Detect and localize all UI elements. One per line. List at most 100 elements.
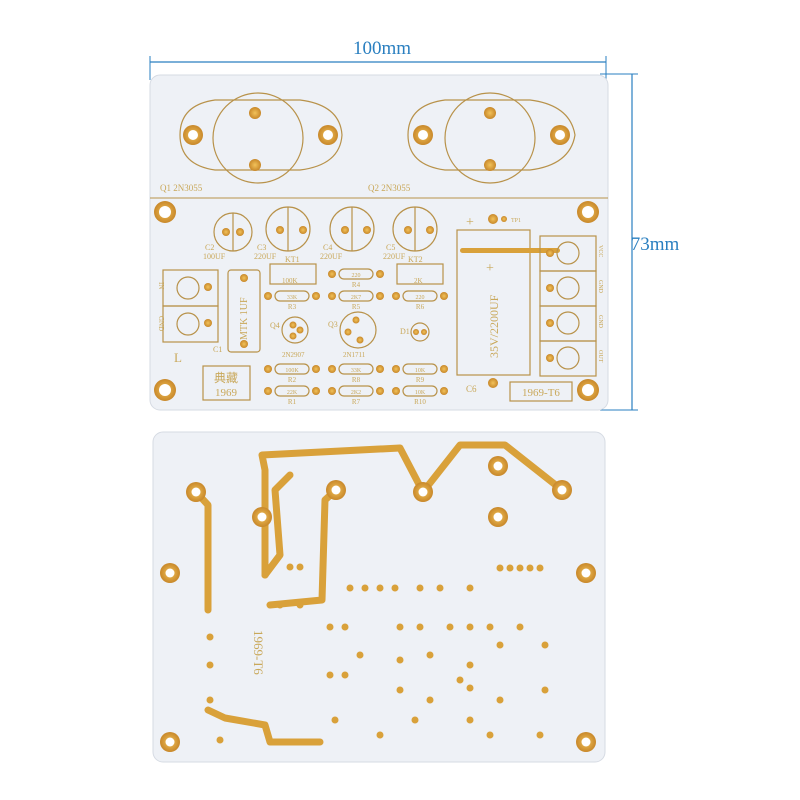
c2-footprint: [213, 212, 253, 252]
pad: [416, 623, 424, 631]
model-label: 1969-T6: [522, 387, 560, 399]
c3-value: 220UF: [254, 252, 277, 261]
pad: [426, 696, 434, 704]
pad: [326, 671, 334, 679]
pad: [286, 563, 294, 571]
pad: [526, 564, 534, 572]
c4-value: 220UF: [320, 252, 343, 261]
pad: [466, 716, 474, 724]
c6-value: 35V/2200UF: [487, 294, 501, 358]
resistor-value: 33K: [287, 295, 298, 301]
pad: [541, 686, 549, 694]
c3-footprint: [265, 206, 311, 252]
resistor-r2: 100K R2: [264, 363, 320, 384]
pad: [396, 623, 404, 631]
pad: [536, 564, 544, 572]
pad: [466, 584, 474, 592]
terminal-label-gnd-2: GND: [597, 315, 603, 329]
pad: [206, 661, 214, 669]
resistor-value: 220: [352, 273, 361, 279]
pad: [466, 661, 474, 669]
q2-footprint: [407, 92, 576, 184]
resistor-ref: R3: [288, 303, 297, 311]
resistor-ref: R2: [288, 376, 297, 384]
height-label: 73mm: [631, 234, 680, 255]
resistor-ref: R4: [352, 281, 361, 289]
pad: [396, 656, 404, 664]
terminal-label-vcc: VCC: [597, 245, 603, 257]
q2-label: Q2 2N3055: [368, 183, 411, 193]
pad: [426, 651, 434, 659]
pad: [536, 731, 544, 739]
terminal-label-gnd-1: GND: [597, 280, 603, 294]
resistor-value: 2K7: [351, 295, 361, 301]
logo-year: 1969: [215, 387, 238, 399]
pad: [416, 584, 424, 592]
resistor-ref: R5: [352, 303, 361, 311]
resistor-value: 33K: [351, 368, 362, 374]
c6-footprint: [456, 229, 531, 376]
q1-label: Q1 2N3055: [160, 183, 203, 193]
resistor-value: 22K: [287, 390, 298, 396]
pad: [216, 736, 224, 744]
width-label: 100mm: [353, 38, 411, 59]
pad: [206, 696, 214, 704]
pad: [356, 651, 364, 659]
q3-value: 2N1711: [343, 351, 366, 359]
kt2-ref: KT2: [408, 255, 423, 264]
resistor-value: 2K2: [351, 390, 361, 396]
pad: [446, 623, 454, 631]
pad: [206, 633, 214, 641]
c2-value: 100UF: [203, 252, 226, 261]
terminal-label-in: IN: [157, 282, 165, 289]
pad: [456, 676, 464, 684]
pad: [496, 641, 504, 649]
pad: [361, 584, 369, 592]
q1-footprint: [179, 92, 343, 184]
c4-ref: C4: [323, 243, 332, 252]
board-top: [149, 74, 609, 411]
dimension-annotations: 100mm 73mm: [149, 38, 680, 411]
pad: [466, 623, 474, 631]
resistor-ref: R1: [288, 398, 297, 406]
kt2-footprint: [396, 263, 444, 285]
pad: [341, 671, 349, 679]
pad: [276, 601, 284, 609]
kt1-value: 100K: [282, 277, 298, 285]
resistor-ref: R7: [352, 398, 361, 406]
pad: [516, 564, 524, 572]
kt2-value: 2K: [414, 277, 423, 285]
channel-label: L: [174, 350, 182, 365]
pad: [376, 731, 384, 739]
resistor-value: 220: [416, 295, 425, 301]
c6-plus-inner: +: [486, 261, 494, 276]
resistor-value: 100K: [285, 368, 299, 374]
bottom-pads: [160, 456, 596, 752]
pad: [296, 601, 304, 609]
pad: [506, 564, 514, 572]
d1-footprint: [410, 322, 430, 342]
pad: [466, 684, 474, 692]
pad: [396, 686, 404, 694]
resistor-ref: R8: [352, 376, 361, 384]
c1-footprint: [227, 269, 261, 353]
tp1-label: TP1: [511, 218, 521, 224]
input-terminal-block: [162, 269, 219, 343]
q4-value: 2N2907: [282, 351, 305, 359]
model-box: [509, 381, 573, 402]
d1-ref: D1: [400, 327, 410, 336]
pcb-top-side: Q1 2N3055 Q2 2N3055 C2 100UF C3: [149, 74, 609, 411]
c2-ref: C2: [205, 243, 214, 252]
pad: [411, 716, 419, 724]
c6-ref: C6: [466, 384, 477, 394]
kt1-ref: KT1: [285, 255, 300, 264]
resistor-footprints: 33KR3220R42K7R5220R6100KR233KR810KR922KR…: [264, 268, 448, 406]
